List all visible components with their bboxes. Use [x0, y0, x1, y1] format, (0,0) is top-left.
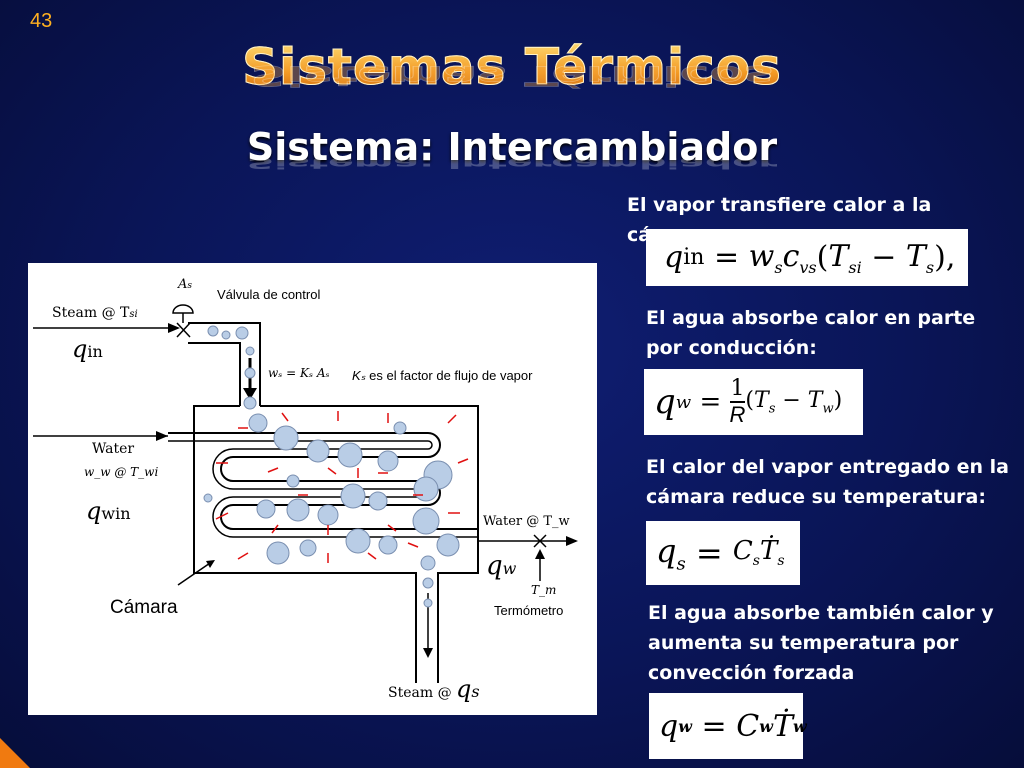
slide-title: Sistemas Térmicos	[242, 38, 782, 97]
slide-number: 43	[30, 10, 53, 32]
title-reflection: Sistemas Térmicos	[250, 60, 774, 93]
flow-equation: wₛ = Kₛ Aₛ	[268, 366, 330, 380]
heat-exchanger-diagram: Steam @ Tsi qin As Válvula de control wₛ…	[28, 263, 597, 715]
q-w-label: qw	[486, 551, 517, 581]
subtitle-reflection: Sistema: Intercambiador	[246, 154, 778, 172]
diagram-drawing	[33, 304, 578, 683]
valve-area-label: As	[178, 277, 193, 292]
steam-out-label: Steam @ qs	[388, 675, 480, 703]
flow-note: Kₛ es el factor de flujo de vapor	[352, 368, 533, 383]
q-win-label: qwin	[86, 497, 131, 525]
note-2: El agua absorbe calor en parte por condu…	[646, 307, 976, 359]
tm-label: T_m	[531, 583, 557, 597]
title-wrap: Sistemas Térmicos	[0, 38, 1024, 97]
thermometer-label: Termómetro	[494, 603, 564, 618]
note-4: El agua absorbe también calor y aumenta …	[648, 602, 994, 684]
water-out-label: Water @ T_w	[483, 514, 570, 529]
water-in-rate: w_w @ T_wi	[84, 465, 159, 479]
note-3: El calor del vapor entregado en la cámar…	[646, 456, 1010, 508]
q-in-label: qin	[72, 335, 103, 363]
water-in-label: Water	[92, 441, 135, 457]
corner-decoration	[0, 738, 30, 768]
slide-subtitle: Sistema: Intercambiador	[246, 125, 778, 169]
chamber-label: Cámara	[110, 597, 178, 618]
valve-text: Válvula de control	[217, 287, 321, 302]
steam-in-label: Steam @ Tsi	[52, 305, 138, 321]
